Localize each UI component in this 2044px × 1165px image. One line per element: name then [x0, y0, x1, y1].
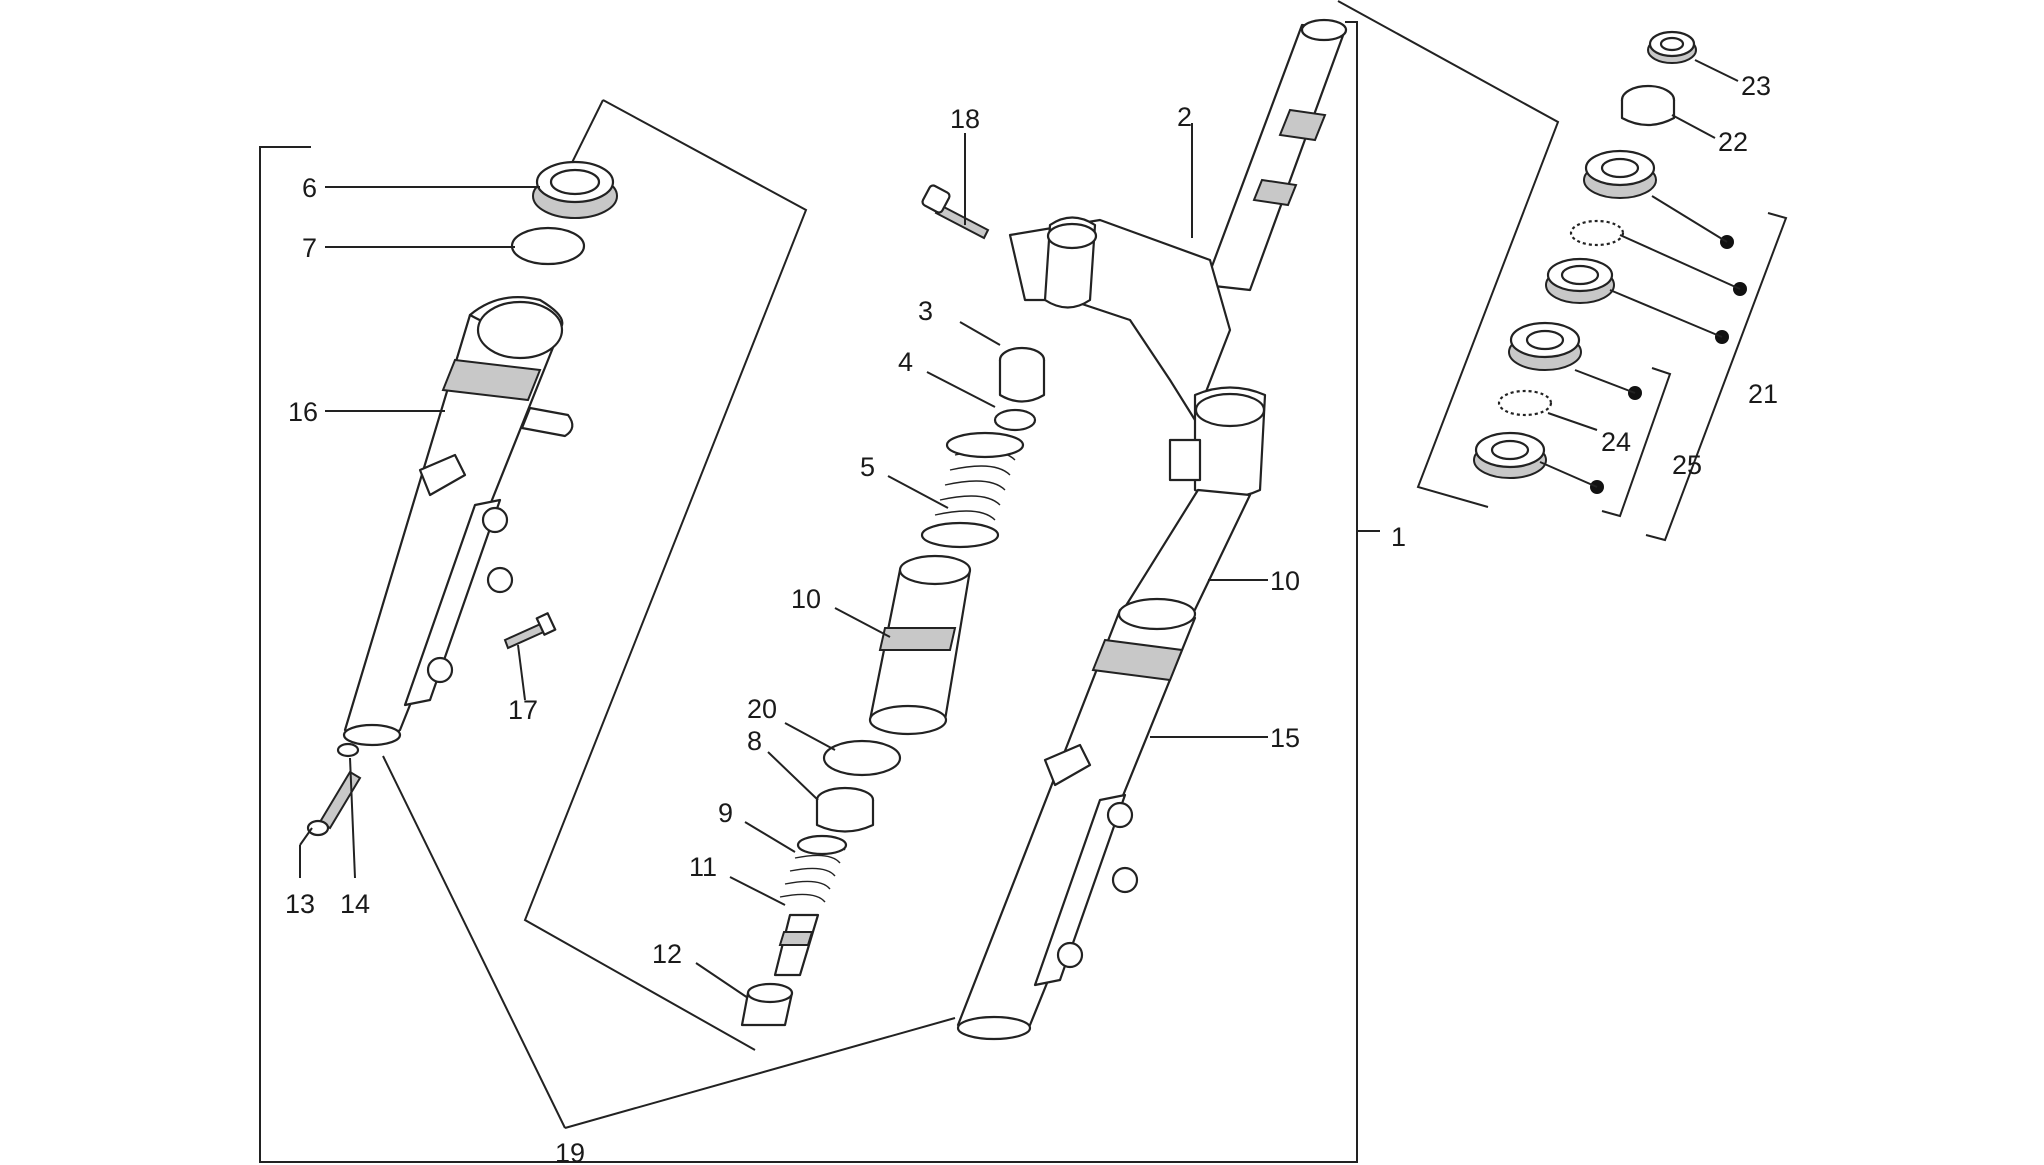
callout-21: 21 — [1748, 379, 1778, 409]
callout-2: 2 — [1177, 102, 1192, 132]
ball-cage-24 — [1497, 389, 1553, 417]
callout-17: 17 — [508, 695, 538, 725]
left-fork-leg — [342, 296, 574, 747]
callout-15: 15 — [1270, 723, 1300, 753]
group-bracket-steering-kit — [1337, 0, 1788, 542]
callout-20: 20 — [747, 694, 777, 724]
callout-10b: 10 — [1270, 566, 1300, 596]
oring-7 — [510, 226, 586, 266]
bolt-18 — [921, 184, 990, 240]
ring-nut-22 — [1620, 84, 1676, 127]
callout-18: 18 — [950, 104, 980, 134]
callout-5: 5 — [860, 452, 875, 482]
dust-seal-6 — [532, 160, 618, 219]
callout-13: 13 — [285, 889, 315, 919]
callout-3: 3 — [918, 296, 933, 326]
leader-lines — [299, 59, 1739, 999]
callout-6: 6 — [302, 173, 317, 203]
bearing-race-lower — [1473, 431, 1547, 479]
callout-9: 9 — [718, 798, 733, 828]
cap-3 — [998, 346, 1046, 403]
screw-13 — [306, 770, 362, 837]
callout-22: 22 — [1718, 127, 1748, 157]
callout-12: 12 — [652, 939, 682, 969]
callout-10a: 10 — [791, 584, 821, 614]
spring-5 — [920, 431, 1025, 549]
washer-23 — [1647, 30, 1697, 64]
bearing-cup-upper — [1583, 149, 1657, 199]
callout-labels: 1 2 3 4 5 6 7 8 9 10 10 11 12 13 14 15 1… — [285, 71, 1778, 1165]
callout-19: 19 — [555, 1138, 585, 1165]
spacer-4 — [993, 408, 1037, 432]
callout-1: 1 — [1391, 522, 1406, 552]
callout-25: 25 — [1672, 450, 1702, 480]
group-bracket-19 — [259, 21, 1380, 1163]
ball-cage-upper — [1569, 219, 1625, 247]
steering-stem-2 — [1008, 18, 1348, 499]
bearing-race-upper — [1545, 257, 1615, 304]
bushing-12 — [740, 982, 794, 1027]
callout-16: 16 — [288, 397, 318, 427]
callout-8: 8 — [747, 726, 762, 756]
tube-10-inner — [868, 554, 972, 736]
circlip-20 — [822, 739, 902, 777]
callout-11: 11 — [689, 852, 717, 882]
callout-4: 4 — [898, 347, 913, 377]
callout-7: 7 — [302, 233, 317, 263]
right-fork-leg-15 — [956, 597, 1197, 1041]
kit-dots — [1539, 195, 1747, 494]
callout-14: 14 — [340, 889, 370, 919]
rod-11 — [773, 913, 820, 977]
washer-14 — [336, 742, 360, 758]
callout-24: 24 — [1601, 427, 1631, 457]
spring-9 — [779, 834, 848, 903]
piston-8 — [815, 786, 875, 833]
callout-23: 23 — [1741, 71, 1771, 101]
bolt-17 — [503, 612, 557, 650]
bearing-cup-lower — [1508, 321, 1582, 371]
